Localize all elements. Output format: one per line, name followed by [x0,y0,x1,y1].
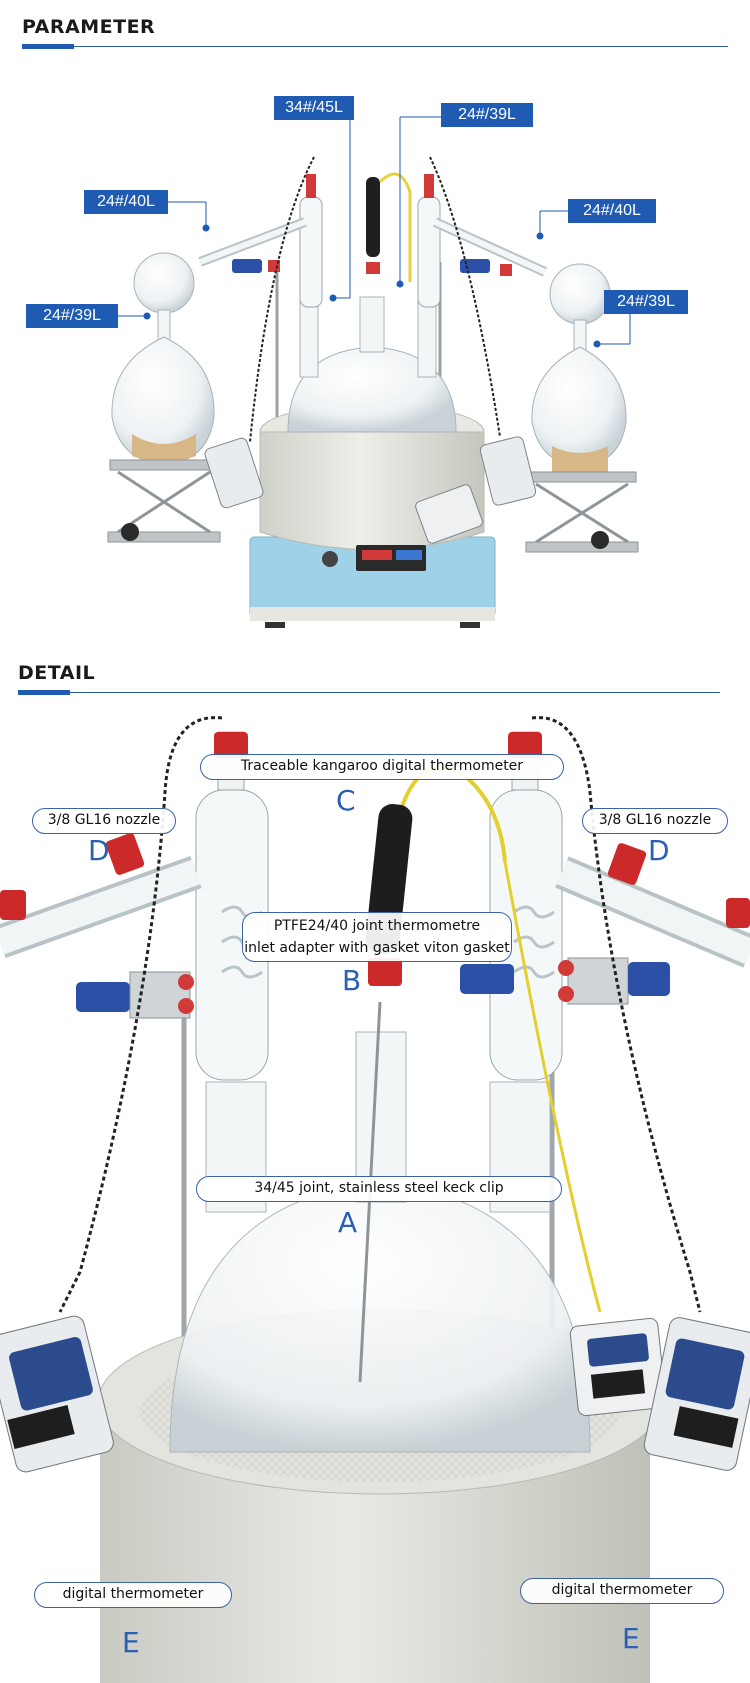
detail-heading-accent [18,690,70,695]
callout-ptfe-line-2: inlet adapter with gasket viton gasket [244,940,510,956]
badge-right-24-39l: 24#/39L [604,290,688,314]
callout-ptfe-line-1: PTFE24/40 joint thermometre [273,918,481,934]
left-digital-thermometer [204,156,315,509]
right-condenser [417,174,639,553]
letter-e-right: E [622,1622,640,1655]
center-thermometer-probe [366,172,412,282]
boiling-flask [287,291,457,433]
letter-e-left: E [122,1626,140,1659]
detail-heading: DETAIL [18,662,96,684]
badge-top-24-39l: 24#/39L [441,103,533,127]
detail-heading-rule [18,692,720,693]
letter-d-left: D [88,834,110,867]
left-condenser [107,174,323,543]
detail-left-digital-thermometer [0,1315,114,1473]
letter-c: C [336,784,356,817]
parameter-leader-lines [115,106,631,348]
callout-nozzle-right: 3/8 GL16 nozzle [582,808,728,834]
callout-kangaroo-thermometer: Traceable kangaroo digital thermometer [200,754,564,780]
detail-right-digital-thermometer [643,1317,750,1471]
distillation-kit-illustration [107,106,639,628]
detail-boiling-flask [169,1001,591,1453]
badge-left-24-40l: 24#/40L [84,190,168,214]
badge-right-24-40l: 24#/40L [568,199,656,223]
detail-section-header: DETAIL [18,662,720,702]
detail-center-digital-thermometer [569,1317,667,1417]
detail-product-image: Traceable kangaroo digital thermometer C… [0,712,750,1683]
parameter-heading-rule [22,46,728,47]
right-thermometer-cable [531,716,702,1313]
callout-digital-thermometer-right: digital thermometer [520,1578,724,1604]
left-thermometer-cable [58,716,223,1313]
letter-a: A [338,1206,358,1239]
parameter-heading-accent [22,44,74,49]
callout-ptfe-adapter: PTFE24/40 joint thermometre inlet adapte… [242,912,512,962]
letter-d-right: D [648,834,670,867]
badge-34-45l: 34#/45L [274,96,354,120]
callout-keck-clip: 34/45 joint, stainless steel keck clip [196,1176,562,1202]
detail-right-condenser [460,731,750,1081]
callout-digital-thermometer-left: digital thermometer [34,1582,232,1608]
parameter-section-header: PARAMETER [22,16,728,56]
callout-nozzle-left: 3/8 GL16 nozzle [32,808,176,834]
badge-left-24-39l: 24#/39L [26,304,118,328]
right-digital-thermometer [415,156,537,544]
parameter-heading: PARAMETER [22,16,156,38]
letter-b: B [342,964,362,997]
parameter-product-image: 34#/45L 24#/39L 24#/40L 24#/39L 24#/40L … [0,62,750,662]
